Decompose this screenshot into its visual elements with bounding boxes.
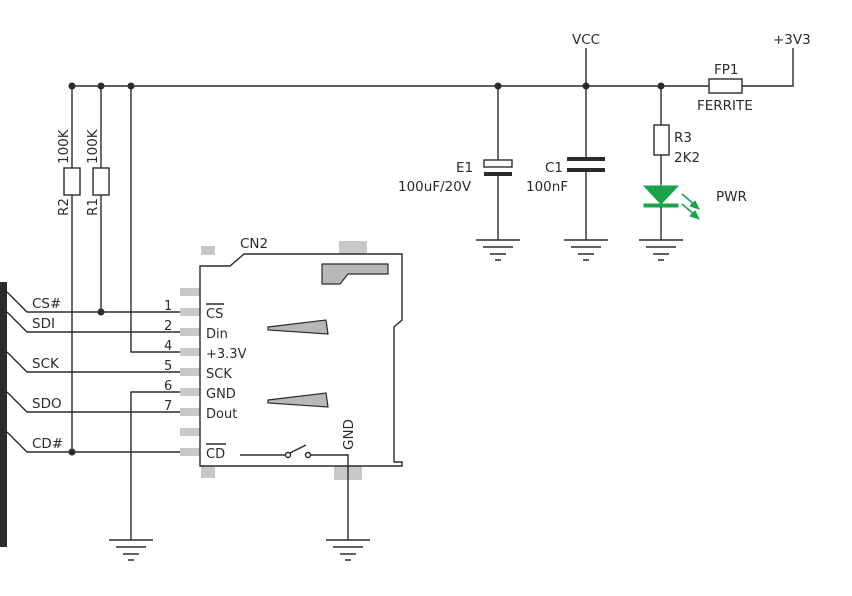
ferrite-value: FERRITE (697, 98, 753, 114)
pin-name-gnd: GND (206, 387, 236, 402)
bus-signal-cs: CS# (32, 296, 61, 312)
v33-label: +3V3 (773, 32, 811, 48)
c1-value: 100nF (526, 179, 568, 195)
capacitor-e1 (483, 86, 513, 240)
resistor-r3 (653, 124, 670, 156)
pin-name-sck: SCK (206, 367, 232, 382)
pin-number: 6 (164, 379, 172, 394)
supply-to-pin4-wire (130, 86, 180, 353)
e1-ref: E1 (456, 160, 473, 176)
pin6-gnd-wire (130, 391, 180, 540)
connector-ref: CN2 (240, 236, 268, 252)
r1-ref: R1 (85, 198, 101, 216)
r3-value: 2K2 (674, 150, 700, 166)
connector-edge-bar (0, 282, 7, 547)
pin-name-dout: Dout (206, 407, 237, 422)
pin-number: 4 (164, 339, 172, 354)
bus-signal-cd: CD# (32, 436, 63, 452)
pin-name-cd: CD (206, 447, 225, 462)
e1-value: 100uF/20V (398, 179, 472, 195)
socket-gnd-label: GND (341, 419, 357, 450)
resistor-r2 (63, 167, 81, 196)
pin-number: 7 (164, 399, 172, 414)
pin-name-din: Din (206, 327, 228, 342)
vcc-label: VCC (572, 32, 600, 48)
ferrite-ref: FP1 (714, 62, 739, 78)
pin-name-3v3: +3.3V (206, 347, 247, 362)
bus-lines (6, 291, 180, 453)
bus-signal-sck: SCK (32, 356, 60, 372)
pin-name-cs: CS (206, 307, 223, 322)
pwr-led-icon (642, 184, 700, 240)
pwr-label: PWR (716, 189, 747, 205)
pin-number: 5 (164, 359, 172, 374)
junction-dots (68, 82, 665, 456)
c1-ref: C1 (545, 160, 563, 176)
microsd-socket-cn2 (180, 241, 403, 540)
bus-signal-sdo: SDO (32, 396, 62, 412)
bus-signal-sdi: SDI (32, 316, 55, 332)
r1-value: 100K (85, 128, 101, 164)
capacitor-c1 (567, 86, 605, 240)
r3-ref: R3 (674, 130, 692, 146)
resistor-r1 (92, 167, 110, 196)
pin-number: 2 (164, 319, 172, 334)
r2-value: 100K (56, 128, 72, 164)
r2-ref: R2 (56, 198, 72, 216)
ferrite-fp1 (708, 78, 743, 94)
pin-number: 1 (164, 299, 172, 314)
v33-rail (742, 48, 794, 87)
